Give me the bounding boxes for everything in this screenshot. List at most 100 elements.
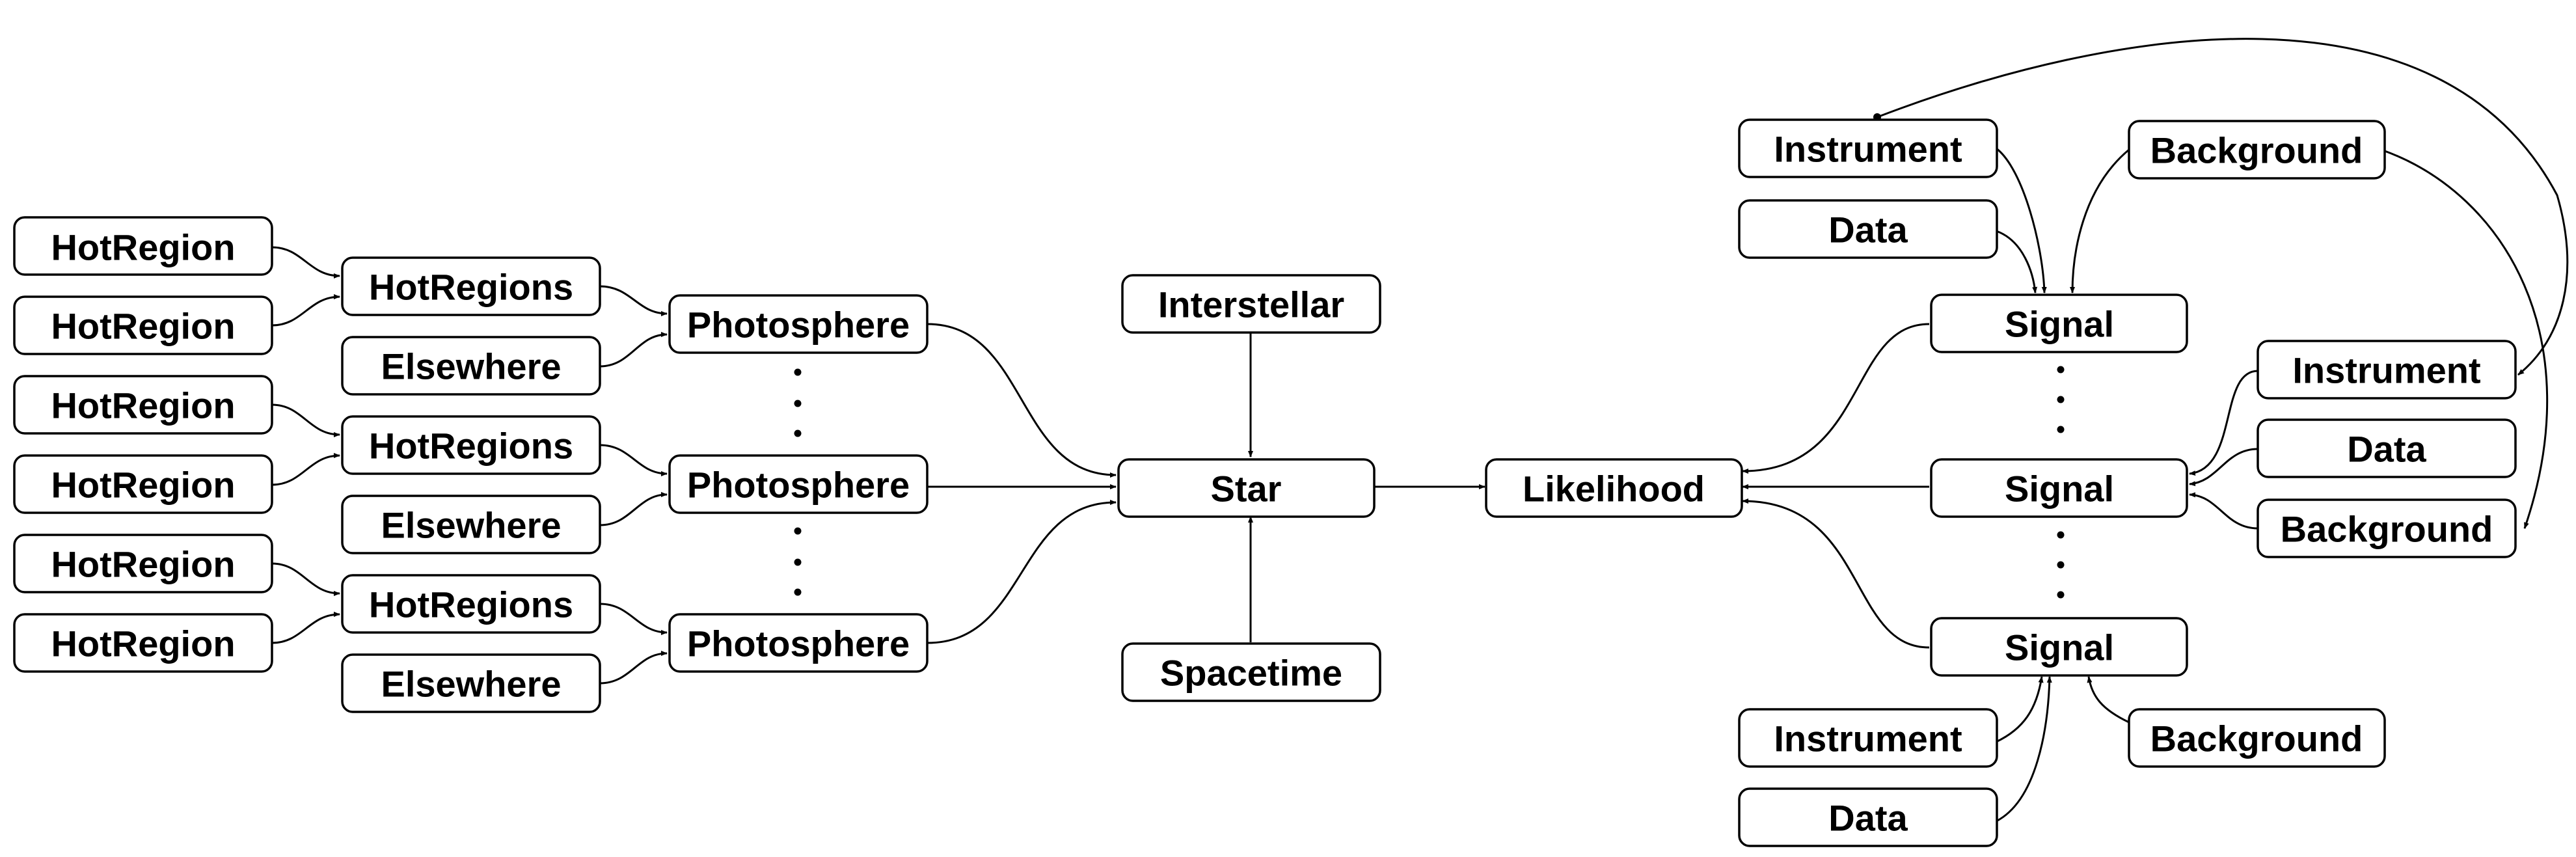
node-label: Signal [2005, 304, 2114, 345]
ellipsis-dot [794, 400, 802, 407]
node-label: HotRegion [51, 623, 235, 664]
edge-hotregions1-photosphere1 [599, 285, 668, 316]
edge-hotregions2-photosphere2 [599, 444, 668, 476]
node-label: Photosphere [687, 465, 910, 506]
node-label: Background [2150, 718, 2363, 759]
ellipsis-dot [794, 527, 802, 535]
node-hotregion-4: HotRegion [13, 454, 273, 514]
node-label: HotRegion [51, 227, 235, 268]
node-elsewhere-2: Elsewhere [341, 495, 601, 554]
node-background-3: Background [2128, 708, 2386, 768]
node-label: Photosphere [687, 305, 910, 346]
edge-hotregions3-photosphere3 [599, 603, 668, 635]
node-label: Signal [2005, 627, 2114, 668]
node-label: Elsewhere [381, 664, 561, 705]
edge-data3-signal3 [1996, 676, 2052, 823]
node-label: HotRegion [51, 465, 235, 506]
edge-hotregion6-hotregions3 [271, 612, 340, 644]
node-data-3: Data [1738, 787, 1998, 847]
node-elsewhere-1: Elsewhere [341, 336, 601, 396]
edge-elsewhere3-photosphere3 [599, 651, 668, 685]
edge-background3-signal3 [2087, 676, 2130, 724]
ellipsis-dot [794, 558, 802, 566]
edge-photosphere1-star [927, 323, 1117, 478]
edge-background1-background2 [2384, 150, 2549, 529]
edge-hotregion4-hotregions2 [271, 453, 340, 486]
ellipsis-dot [2057, 366, 2065, 374]
edge-instrument1-instrument2 [1877, 38, 2569, 376]
node-hotregion-3: HotRegion [13, 375, 273, 435]
node-hotregion-1: HotRegion [13, 216, 273, 276]
node-background-2: Background [2257, 498, 2517, 558]
node-label: HotRegions [369, 426, 573, 467]
edge-instrument1-signal1 [1996, 147, 2047, 293]
node-hotregions-1: HotRegions [341, 256, 601, 316]
ellipsis-dot [794, 588, 802, 596]
node-label: Data [1828, 798, 1908, 839]
node-label: Data [1828, 210, 1908, 251]
edge-data2-signal2 [2189, 448, 2258, 487]
edge-hotregion5-hotregions3 [271, 562, 340, 596]
edge-background1-signal1 [2070, 148, 2130, 293]
ellipsis-dot [794, 429, 802, 437]
node-photosphere-1: Photosphere [668, 294, 929, 354]
edge-data1-signal1 [1996, 230, 2038, 293]
node-interstellar: Interstellar [1121, 274, 1381, 334]
edge-photosphere3-star [927, 500, 1117, 644]
node-hotregions-2: HotRegions [341, 415, 601, 475]
edge-instrument3-signal3 [1996, 676, 2044, 743]
edge-elsewhere1-photosphere1 [599, 332, 668, 368]
node-instrument-1: Instrument [1738, 118, 1998, 178]
node-label: Instrument [1774, 718, 1962, 759]
node-label: Photosphere [687, 623, 910, 664]
node-instrument-3: Instrument [1738, 708, 1998, 768]
node-hotregion-2: HotRegion [13, 295, 273, 355]
node-hotregion-5: HotRegion [13, 534, 273, 593]
node-label: Instrument [1774, 129, 1962, 170]
node-photosphere-3: Photosphere [668, 613, 929, 673]
node-label: HotRegion [51, 385, 235, 426]
node-label: HotRegions [369, 267, 573, 308]
nodes: HotRegion HotRegion HotRegion HotRegion … [13, 118, 2517, 847]
edge-signal1-likelihood [1742, 323, 1930, 474]
node-label: Background [2150, 130, 2363, 171]
node-label: Background [2281, 509, 2493, 550]
node-hotregion-6: HotRegion [13, 613, 273, 673]
ellipsis-dot [2057, 561, 2065, 569]
node-label: Spacetime [1160, 653, 1342, 694]
node-hotregions-3: HotRegions [341, 574, 601, 634]
node-label: Likelihood [1523, 469, 1705, 510]
ellipsis-dot [2057, 531, 2065, 539]
ellipsis-dot [2057, 591, 2065, 599]
node-spacetime: Spacetime [1121, 642, 1381, 702]
edge-hotregion1-hotregions1 [271, 246, 340, 279]
node-label: HotRegions [369, 584, 573, 625]
node-elsewhere-3: Elsewhere [341, 653, 601, 713]
node-signal-2: Signal [1930, 458, 2188, 518]
ellipsis-dot [794, 368, 802, 376]
edge-hotregion3-hotregions2 [271, 403, 340, 437]
edge-instrument2-signal2 [2189, 370, 2258, 476]
node-label: Data [2347, 429, 2426, 470]
node-label: HotRegion [51, 544, 235, 585]
node-star: Star [1117, 458, 1376, 518]
edge-background2-signal2 [2189, 492, 2258, 530]
node-label: Star [1211, 469, 1282, 510]
ellipsis-dot [2057, 426, 2065, 433]
node-label: Signal [2005, 469, 2114, 510]
node-label: Elsewhere [381, 505, 561, 546]
edge-elsewhere2-photosphere2 [599, 492, 668, 526]
node-signal-1: Signal [1930, 293, 2188, 353]
node-label: Interstellar [1158, 284, 1344, 325]
edges [271, 38, 2569, 823]
node-data-2: Data [2257, 418, 2517, 478]
node-label: Elsewhere [381, 346, 561, 387]
node-background-1: Background [2128, 120, 2386, 180]
node-photosphere-2: Photosphere [668, 454, 929, 514]
node-label: HotRegion [51, 306, 235, 347]
ellipsis-dot [2057, 396, 2065, 403]
node-likelihood: Likelihood [1485, 458, 1743, 518]
edge-signal3-likelihood [1742, 498, 1930, 649]
node-data-1: Data [1738, 199, 1998, 259]
